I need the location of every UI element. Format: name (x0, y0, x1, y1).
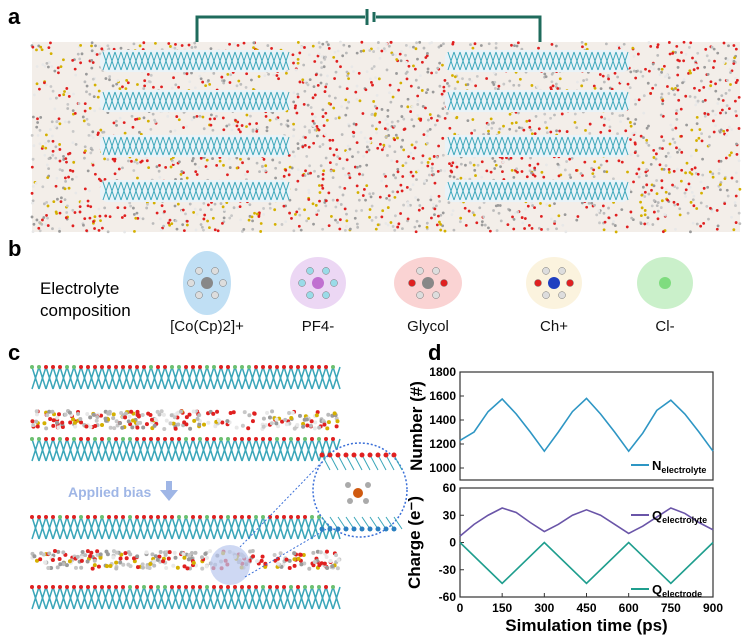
electrolyte-composition-title: Electrolyte composition (40, 278, 131, 322)
y-tick-label: 30 (443, 508, 457, 522)
applied-bias-label: Applied bias (68, 484, 151, 500)
electrode-slab (445, 135, 630, 157)
y-tick-label: 60 (443, 481, 457, 495)
electrode-layers (100, 50, 630, 202)
molecule-model-1 (290, 257, 346, 309)
y-tick-label: -30 (439, 563, 457, 577)
x-tick-label: 300 (534, 601, 554, 615)
legend-label: Nelectrolyte (652, 458, 706, 475)
down-arrow-icon (160, 481, 178, 501)
y-tick-label: 1600 (429, 389, 456, 403)
series-line-N_electrolyte (459, 397, 714, 453)
legend-label: Qelectrode (652, 582, 702, 599)
x-tick-label: 600 (619, 601, 639, 615)
series-line-Q_electrolyte (459, 507, 714, 537)
zoom-line-top (239, 461, 323, 548)
x-tick-label: 150 (492, 601, 512, 615)
molecule-label-pf4: PF4- (301, 318, 335, 335)
molecule-model-2 (394, 257, 462, 309)
plot-frame (459, 487, 714, 598)
x-tick-label: 450 (576, 601, 596, 615)
y-axis-label: Charge (e⁻) (405, 496, 424, 589)
y-tick-label: 1400 (429, 413, 456, 427)
molecule-model-4 (637, 257, 693, 309)
electrode-slab (100, 50, 290, 72)
molecule-label-chloride: Cl- (655, 318, 675, 335)
molecule-model-0 (183, 251, 231, 315)
x-axis-label: Simulation time (ps) (505, 616, 667, 635)
electrode-slab (30, 365, 341, 390)
molecule-label-choline: Ch+ (540, 318, 568, 335)
confined-electrolyte-snapshots (30, 365, 342, 610)
y-axis-label: Number (#) (407, 381, 426, 471)
x-tick-label: 750 (661, 601, 681, 615)
electrode-slab (100, 180, 290, 202)
panel-label-d: d (428, 340, 442, 365)
highlight-region (210, 545, 250, 585)
circuit-wire (195, 9, 542, 42)
electrode-slab (445, 90, 630, 112)
electrode-slab (445, 180, 630, 202)
panel-label-c: c (8, 340, 21, 365)
zoom-line-bottom (244, 526, 331, 578)
y-tick-label: 1200 (429, 437, 456, 451)
legend-label: Qelectrolyte (652, 508, 707, 525)
molecule-label-cobaltocenium: [Co(Cp)2]+ (170, 318, 244, 335)
panel-a-simulation-cell (30, 9, 742, 234)
series-line-Q_electrode (459, 541, 714, 585)
electrode-slab (30, 515, 341, 540)
y-tick-label: -60 (439, 590, 457, 604)
electrolyte-layer (30, 549, 342, 571)
panel-c-snapshots: Applied bias (30, 365, 408, 610)
title-line-1: Electrolyte (40, 279, 120, 298)
panel-label-a: a (8, 4, 21, 29)
electrolyte-atoms (30, 40, 742, 234)
electrode-slab (30, 437, 341, 462)
y-tick-label: 1800 (429, 365, 456, 379)
molecule-model-3 (526, 257, 582, 309)
title-line-2: composition (40, 301, 131, 320)
electrolyte-layer (30, 409, 340, 431)
electrode-slab (445, 50, 630, 72)
electrode-slab (100, 90, 290, 112)
x-tick-label: 900 (703, 601, 723, 615)
plot-frame (459, 371, 714, 481)
electrode-slab (100, 135, 290, 157)
y-tick-label: 1000 (429, 461, 456, 475)
x-tick-label: 0 (457, 601, 464, 615)
molecule-label-glycol: Glycol (407, 318, 449, 335)
y-tick-label: 0 (449, 536, 456, 550)
inset-molecule (319, 452, 403, 532)
panel-label-b: b (8, 236, 22, 261)
electrode-slab (30, 585, 341, 610)
